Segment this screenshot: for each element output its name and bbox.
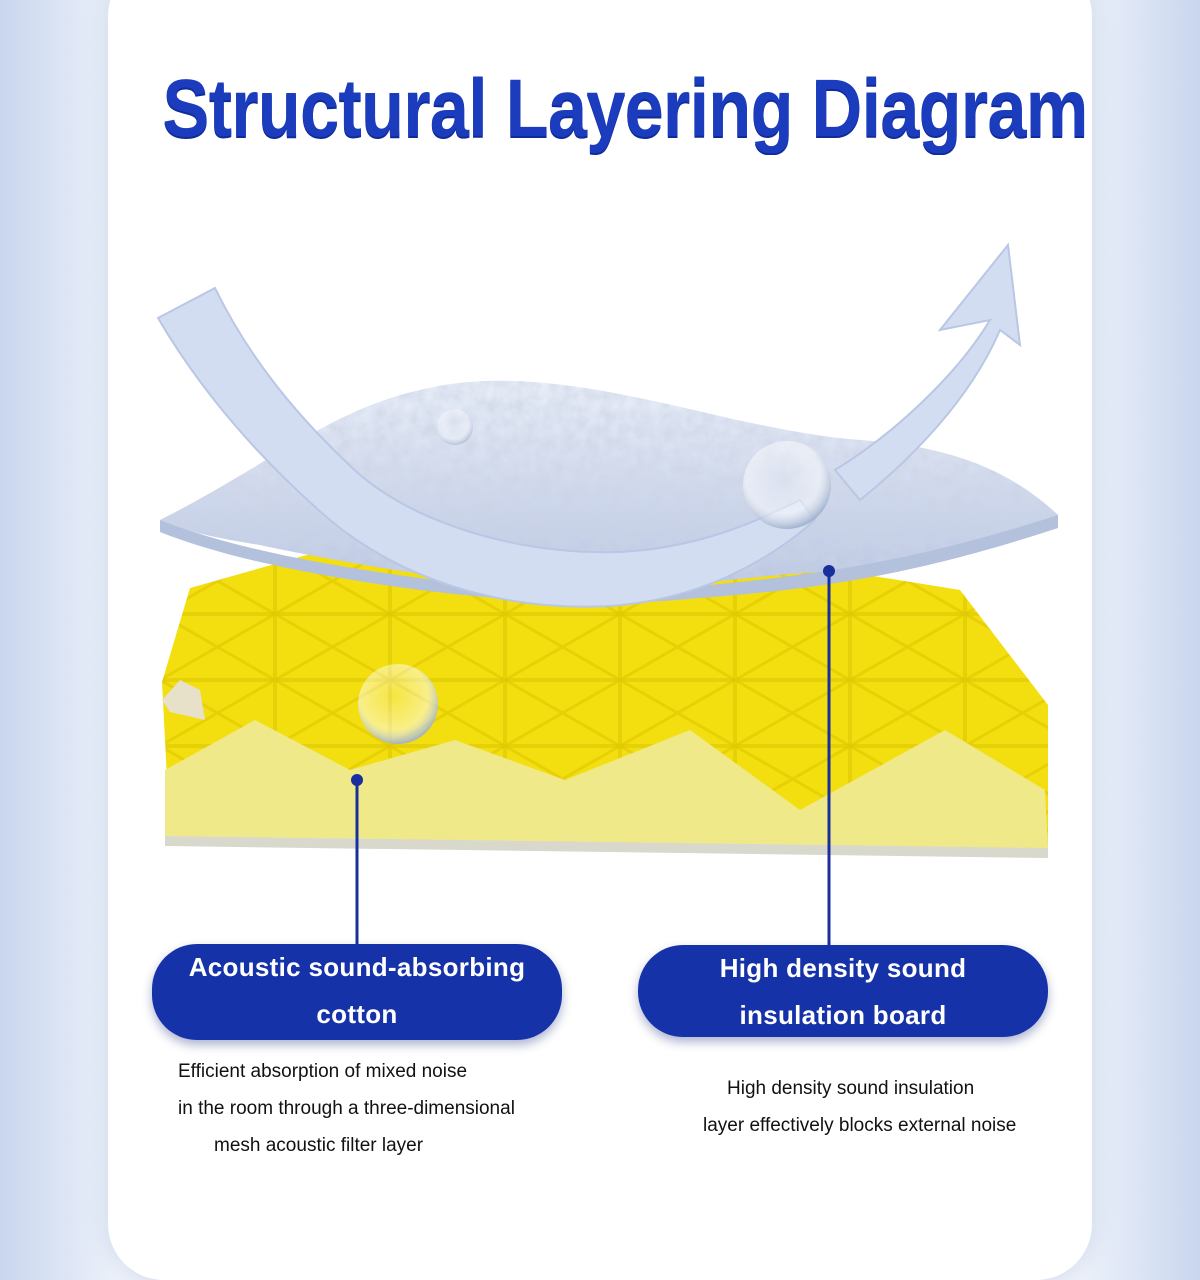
label-line: insulation board: [739, 1000, 947, 1030]
water-bubble-icon: [437, 409, 473, 445]
description-line: Efficient absorption of mixed noise: [178, 1061, 468, 1082]
description-line: mesh acoustic filter layer: [214, 1135, 424, 1156]
acoustic-foam-layer: [162, 540, 1048, 858]
label-insulation-board: High density sound insulation board: [638, 945, 1048, 1037]
leader-lines: [351, 565, 835, 948]
description-insulation-board: High density sound insulation layer effe…: [703, 1070, 1016, 1144]
label-acoustic-cotton: Acoustic sound-absorbing cotton: [152, 944, 562, 1040]
label-line: cotton: [316, 999, 398, 1029]
description-line: layer effectively blocks external noise: [703, 1115, 1017, 1136]
sound-wave-arrows: [156, 242, 1022, 608]
diagram-title: Structural Layering Diagram: [162, 63, 1088, 154]
water-bubble-icon: [743, 441, 831, 529]
layer-illustration: [156, 242, 1058, 948]
label-line: Acoustic sound-absorbing: [188, 952, 526, 982]
description-acoustic-cotton: Efficient absorption of mixed noise in t…: [178, 1053, 515, 1164]
label-line: High density sound: [719, 953, 967, 983]
description-line: in the room through a three-dimensional: [178, 1098, 515, 1119]
description-line: High density sound insulation: [727, 1078, 975, 1099]
water-bubble-icon: [358, 664, 438, 744]
